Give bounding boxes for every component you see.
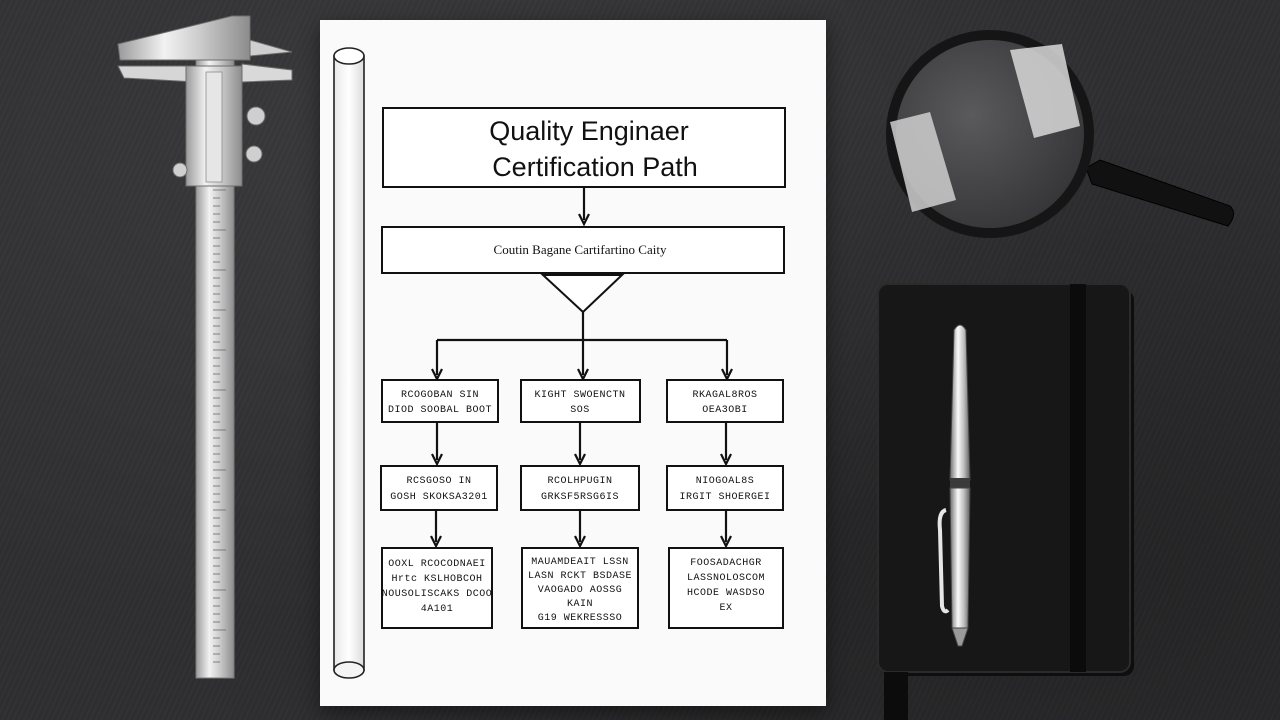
col2-tier3-line2: LASN RCKT BSDASE <box>528 571 632 582</box>
col2-tier1-line1: KIGHT SWOENCTN <box>534 390 625 401</box>
notebook-cover <box>877 283 1131 673</box>
col3-tier3-line1: FOOSADACHGR <box>690 558 762 569</box>
col3-tier1-line2: OEA3OBI <box>702 405 748 416</box>
col1-tier1-line2: DIOD SOOBAL BOOT <box>388 405 492 416</box>
caliper-scale <box>213 189 226 663</box>
col1-tier2-line1: RCSGOSO IN <box>406 476 471 487</box>
col1-tier1-line1: RCOGOBAN SIN <box>401 390 479 401</box>
col2-tier2-line1: RCOLHPUGIN <box>547 476 612 487</box>
flowchart-title-line-1: Quality Enginaer <box>489 116 689 146</box>
col2-tier3-line5: G19 WEKRESSSO <box>538 613 623 624</box>
flowchart-title-line-2: Certification Path <box>492 152 698 182</box>
caliper-thumb-screw <box>246 106 266 126</box>
funnel-icon <box>540 274 625 314</box>
flowchart-column-2: KIGHT SWOENCTN SOS RCOLHPUGIN GRKSF5RSG6… <box>520 379 641 629</box>
notebook-elastic-band <box>1070 284 1086 672</box>
pen-clip <box>937 508 950 614</box>
col3-tier2-line2: IRGIT SHOERGEI <box>679 492 770 503</box>
col3-tier1-line1: RKAGAL8ROS <box>692 390 757 401</box>
col1-tier3-line4: 4A101 <box>421 604 454 615</box>
col3-tier3-line3: HCODE WASDSO <box>687 588 765 599</box>
col2-tier1-line2: SOS <box>570 405 590 416</box>
notebook <box>877 283 1134 720</box>
col3-tier3-line2: LASSNOLOSCOM <box>687 573 765 584</box>
col1-tier3-line1: OOXL RCOCODNAEI <box>388 559 486 570</box>
col2-tier3-line3: VAOGADO AOSSG <box>538 585 623 596</box>
magnifier-handle <box>1085 159 1234 227</box>
col3-tier2-line1: NIOGOAL8S <box>696 476 755 487</box>
flowchart-title-node: Quality Enginaer Certification Path <box>382 107 786 188</box>
caliper <box>117 15 293 679</box>
caliper-fixed-jaw <box>117 15 251 61</box>
col3-tier3-line4: EX <box>719 603 732 614</box>
col2-tier3-line4: KAIN <box>567 599 593 610</box>
col1-tier3-line2: Hrtc KSLHOBCOH <box>391 574 482 585</box>
col2-tier3-line1: MAUAMDEAIT LSSN <box>531 557 629 568</box>
paper-cylinder-decoration <box>333 47 365 679</box>
col1-tier2-line2: GOSH SKOKSA3201 <box>390 492 488 503</box>
flowchart-column-3: RKAGAL8ROS OEA3OBI NIOGOAL8S IRGIT SHOER… <box>666 379 784 629</box>
flowchart-subtitle-node: Coutin Bagane Cartifartino Caity <box>381 226 785 274</box>
col1-tier3-line3: NOUSOLISCAKS DCOO <box>382 589 493 600</box>
flowchart-column-1: RCOGOBAN SIN DIOD SOOBAL BOOT RCSGOSO IN… <box>380 379 499 629</box>
magnifying-glass <box>886 30 1234 238</box>
pen <box>937 324 971 647</box>
col2-tier2-line2: GRKSF5RSG6IS <box>541 492 619 503</box>
flowchart-subtitle: Coutin Bagane Cartifartino Caity <box>494 242 667 257</box>
